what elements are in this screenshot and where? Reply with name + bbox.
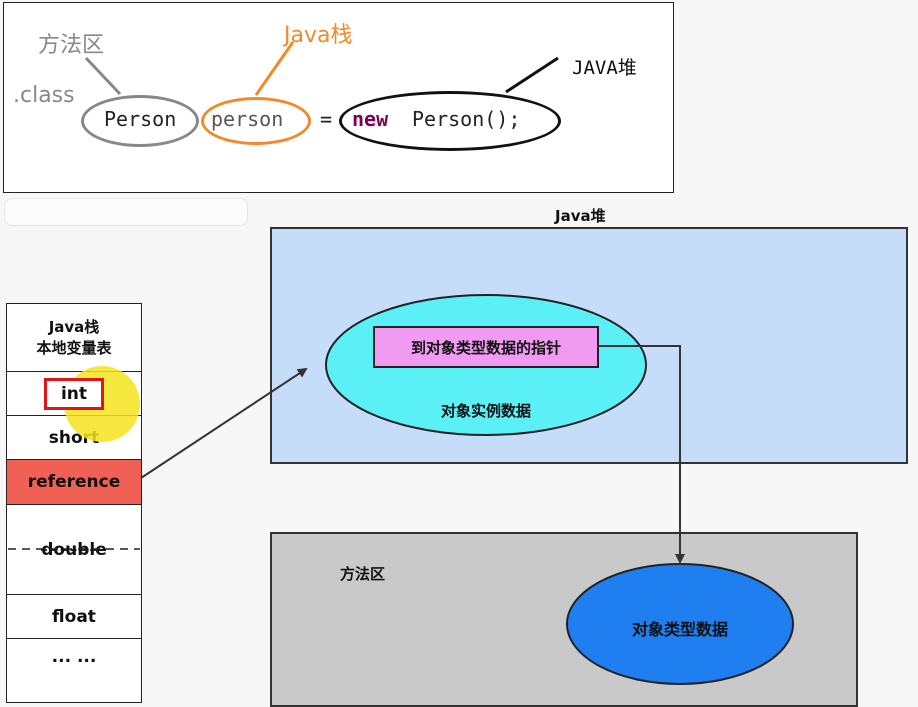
code-type-token: Person bbox=[104, 107, 177, 131]
code-panel: 方法区 .class Java栈 JAVA堆 Person person = n… bbox=[3, 2, 674, 193]
pointer-label: 到对象类型数据的指针 bbox=[410, 338, 561, 357]
stack-row-label: int bbox=[43, 377, 105, 410]
code-new-keyword: new bbox=[352, 107, 389, 131]
heap-title: Java堆 bbox=[555, 207, 606, 225]
method-area-title: 方法区 bbox=[340, 565, 386, 583]
local-variable-table: Java栈 本地变量表 int short reference double f… bbox=[6, 303, 142, 703]
stack-row-label: ... ... bbox=[51, 646, 97, 667]
method-area bbox=[270, 532, 858, 707]
stack-row-label: reference bbox=[27, 472, 121, 492]
type-data-label: 对象类型数据 bbox=[631, 620, 728, 639]
stack-row-label: double bbox=[41, 539, 107, 560]
instance-data-label: 对象实例数据 bbox=[440, 402, 531, 420]
placeholder-bar bbox=[4, 198, 248, 226]
java-heap-annotation: JAVA堆 bbox=[572, 57, 637, 79]
method-area-annotation: 方法区 bbox=[38, 33, 105, 58]
stack-row-int: int bbox=[7, 372, 141, 416]
stack-table-title: Java栈 bbox=[48, 317, 100, 336]
code-variable-token: person bbox=[211, 107, 284, 131]
stack-table-header: Java栈 本地变量表 bbox=[7, 304, 141, 372]
variable-oval bbox=[201, 97, 311, 145]
code-equals-token: = bbox=[320, 107, 333, 131]
stack-row-more: ... ... bbox=[7, 639, 141, 704]
java-stack-annotation: Java栈 bbox=[284, 23, 353, 48]
new-expression-oval bbox=[339, 91, 561, 151]
stack-row-label: short bbox=[48, 427, 100, 448]
stack-row-float: float bbox=[7, 595, 141, 639]
type-oval bbox=[81, 95, 199, 147]
stack-row-label: float bbox=[52, 606, 96, 627]
stack-table-subtitle: 本地变量表 bbox=[36, 338, 112, 357]
class-annotation: .class bbox=[13, 83, 75, 108]
stack-row-double: double bbox=[7, 505, 141, 595]
stack-row-reference: reference bbox=[7, 460, 141, 505]
stack-row-short: short bbox=[7, 416, 141, 460]
code-constructor-token: Person(); bbox=[412, 107, 521, 131]
